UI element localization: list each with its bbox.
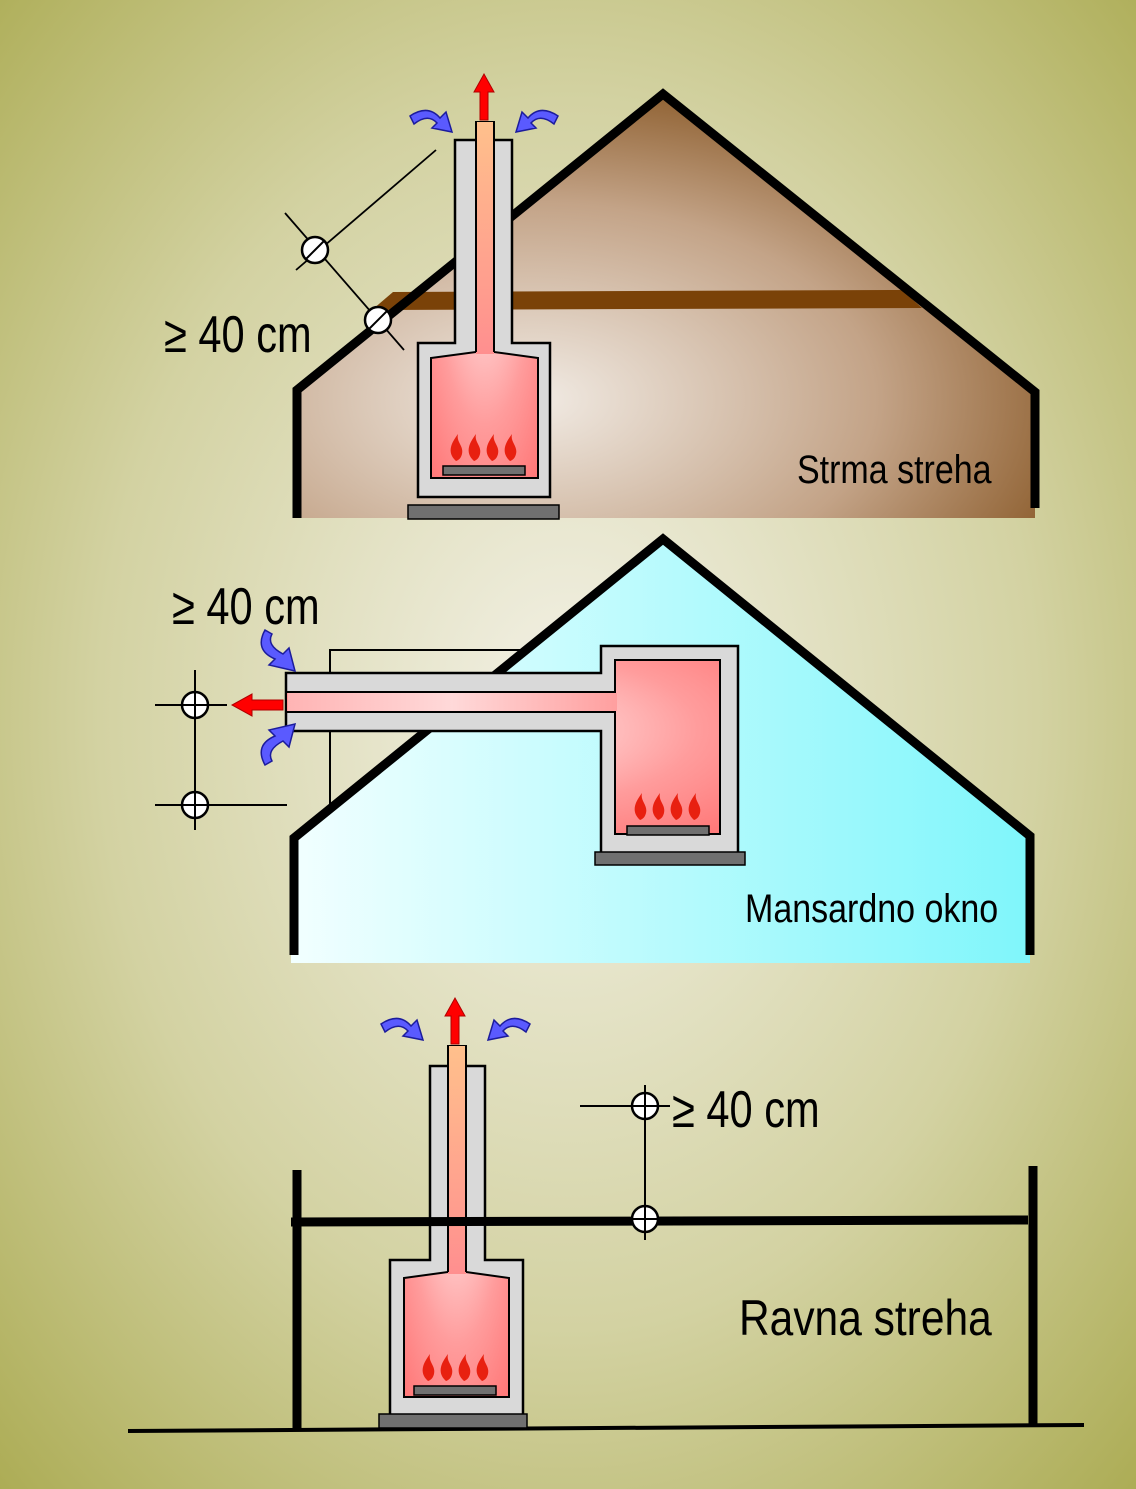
chimney-base <box>407 504 560 520</box>
intake-arrow-right-icon <box>514 109 559 133</box>
flame-icon <box>422 1354 489 1381</box>
intake-arrow-left-icon <box>380 1017 425 1041</box>
flat-roof-label: Ravna streha <box>739 1290 992 1346</box>
exhaust-arrow-icon <box>473 72 495 121</box>
chimney-base <box>594 851 746 866</box>
steep-roof-diagram: ≥ 40 cm Strma streha <box>164 72 1040 520</box>
steep-roof-chimney <box>407 72 560 520</box>
grate <box>413 1385 497 1396</box>
dormer-roof-outline <box>289 533 1035 955</box>
flame-icon <box>634 793 701 820</box>
dormer-chimney <box>230 628 746 866</box>
flat-roof-line <box>290 1215 1029 1227</box>
flue-upper <box>448 1046 466 1274</box>
dormer-diagram: ≥ 40 cm Mansardno okno <box>155 533 1035 963</box>
flat-roof-dimension <box>580 1085 670 1240</box>
exhaust-arrow-icon <box>230 693 284 717</box>
dormer-label: Mansardno okno <box>745 885 998 930</box>
exhaust-arrow-icon <box>444 996 466 1045</box>
chimney-base <box>378 1413 528 1429</box>
flue-upper <box>476 122 494 354</box>
intake-arrow-left-icon <box>409 109 454 133</box>
flat-roof-min-distance: ≥ 40 cm <box>672 1080 820 1139</box>
steep-roof-dimension <box>284 149 437 351</box>
flame-icon <box>450 434 517 461</box>
steep-roof-min-distance: ≥ 40 cm <box>164 305 312 364</box>
grate <box>442 465 526 476</box>
steep-roof-outline <box>292 88 1040 518</box>
flue-horizontal <box>288 693 617 711</box>
intake-arrow-right-icon <box>486 1017 531 1041</box>
grate <box>626 825 710 836</box>
dormer-box <box>329 649 520 804</box>
intake-arrow-top-icon <box>260 628 297 673</box>
ground-line <box>127 1423 1085 1433</box>
dormer-min-distance: ≥ 40 cm <box>172 577 320 636</box>
flat-roof-diagram: ≥ 40 cm Ravna streha <box>127 996 1085 1433</box>
steep-roof-label: Strma streha <box>797 446 992 491</box>
dormer-dimension <box>155 670 287 830</box>
intake-arrow-bottom-icon <box>260 722 297 767</box>
